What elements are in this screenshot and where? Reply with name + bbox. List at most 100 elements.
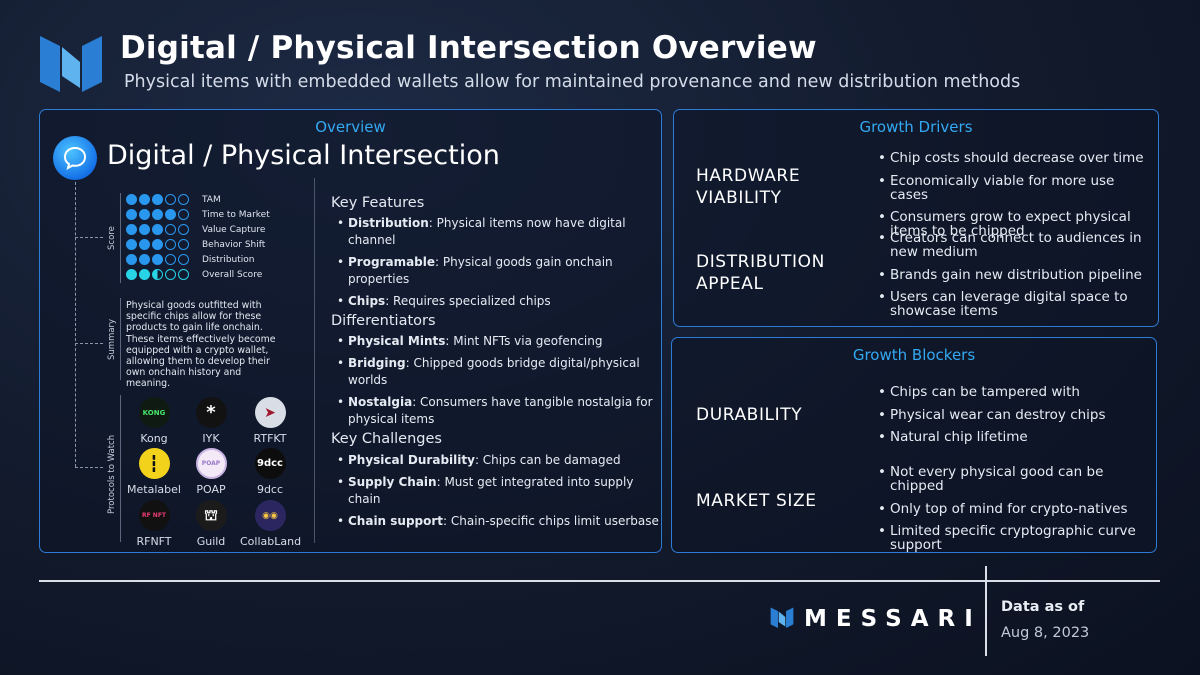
score-row: Value Capture [126,222,270,237]
tree-branch-summary [75,343,103,344]
bullet-item: Bridging: Chipped goods bridge digital/p… [337,355,660,389]
protocol-item: *IYK [181,397,241,445]
growth-bullet: Natural chip lifetime [878,430,1148,444]
protocol-logo-icon: RF NFT [138,500,170,531]
score-row: TAM [126,192,270,207]
score-dots [126,209,202,220]
driver-category-distribution: DISTRIBUTION APPEAL [696,252,825,294]
bullet-item: Programable: Physical goods gain onchain… [337,254,660,288]
protocol-logo-icon: ◉◉ [254,500,286,531]
growth-blockers-title: Growth Blockers [852,346,976,364]
bullet-term: Chips [348,294,386,308]
footer-divider [39,580,1160,582]
protocol-logo-icon: ➤ [254,397,286,428]
growth-bullet: Chip costs should decrease over time [878,151,1148,165]
data-as-of-date: Aug 8, 2023 [1001,625,1090,641]
score-dot [126,254,137,265]
score-dot [178,239,189,250]
growth-bullet: Brands gain new distribution pipeline [878,268,1148,282]
bullet-text: : Requires specialized chips [385,294,551,308]
score-row: Time to Market [126,207,270,222]
protocol-item: KONG Kong [124,397,184,445]
score-divider [120,193,121,283]
summary-label: Summary [107,318,117,360]
bullet-term: Physical Mints [348,334,446,348]
bullet-text: : Physical items now have digital channe… [348,216,626,247]
score-label-text: Time to Market [202,209,270,220]
score-dot [165,239,176,250]
protocol-logo-icon: 9dcc [254,448,286,479]
growth-bullet: Economically viable for more use cases [878,174,1148,202]
bullet-text: : Mint NFTs via geofencing [445,334,603,348]
blocker-category-durability: DURABILITY [696,405,803,425]
score-label-text: Value Capture [202,224,266,235]
overview-divider [314,178,315,543]
bullet-item: Chain support: Chain-specific chips limi… [337,513,660,530]
bullet-term: Programable [348,255,436,269]
differentiators-list: Physical Mints: Mint NFTs via geofencing… [337,333,660,433]
protocol-name: RFNFT [136,535,172,548]
score-dot [165,209,176,220]
score-dot [126,269,137,280]
bullet-term: Nostalgia [348,395,413,409]
score-dot [126,194,137,205]
score-dot [178,209,189,220]
bullet-term: Bridging [348,356,406,370]
bullet-text: : Physical goods gain onchain properties [348,255,613,286]
protocol-logo-icon: POAP [195,448,227,479]
protocol-name: Kong [140,432,168,445]
score-label: Score [107,226,117,250]
protocol-logo-icon: KONG [138,397,170,428]
protocol-name: Guild [196,535,226,548]
key-challenges-list: Physical Durability: Chips can be damage… [337,452,660,535]
score-row: Distribution [126,252,270,267]
score-dot [126,224,137,235]
growth-bullet: Users can leverage digital space to show… [878,290,1148,318]
messari-logo-icon [40,32,102,92]
score-dot [178,254,189,265]
key-challenges-title: Key Challenges [331,431,442,447]
overview-panel-title: Overview [315,118,386,136]
growth-bullet: Creators can connect to audiences in new… [878,231,1148,259]
score-dot [152,239,163,250]
differentiators-title: Differentiators [331,313,436,329]
growth-drivers-title: Growth Drivers [859,118,973,136]
score-dot [152,254,163,265]
bullet-item: Chips: Requires specialized chips [337,293,660,310]
bullet-item: Distribution: Physical items now have di… [337,215,660,249]
protocol-item: ⛫Guild [181,500,241,548]
bullet-item: Nostalgia: Consumers have tangible nosta… [337,394,660,428]
key-features-title: Key Features [331,195,425,211]
protocol-name: Metalabel [127,483,181,496]
bullet-item: Physical Mints: Mint NFTs via geofencing [337,333,660,350]
score-label-text: Behavior Shift [202,239,266,250]
summary-text: Physical goods outfitted with specific c… [126,300,276,390]
bullet-term: Supply Chain [348,475,437,489]
growth-bullet: Only top of mind for crypto-natives [878,502,1148,516]
page-title: Digital / Physical Intersection Overview [120,30,817,66]
protocol-item: POAP POAP [181,448,241,496]
driver-category-hardware: HARDWARE VIABILITY [696,166,801,208]
blocker-category-market-size: MARKET SIZE [696,491,817,511]
score-dot [126,209,137,220]
protocol-name: 9dcc [256,483,284,496]
bullet-text: : Consumers have tangible nostalgia for … [348,395,653,426]
bullet-term: Distribution [348,216,429,230]
key-features-list: Distribution: Physical items now have di… [337,215,660,315]
protocol-name: POAP [196,483,226,496]
chat-bubble-icon [53,136,97,180]
score-dot [165,254,176,265]
score-dot [178,194,189,205]
messari-footer-logo-icon [770,606,794,632]
growth-bullet: Limited specific cryptographic curve sup… [878,524,1148,552]
tree-connector [75,182,76,467]
score-row: Overall Score [126,267,270,282]
score-dot [165,269,176,280]
score-label-text: Distribution [202,254,255,265]
growth-bullet: Physical wear can destroy chips [878,408,1148,422]
score-dot [152,269,163,280]
footer-brand-name: MESSARI [804,606,982,632]
score-dot [139,209,150,220]
footer-vertical-divider [985,566,987,656]
